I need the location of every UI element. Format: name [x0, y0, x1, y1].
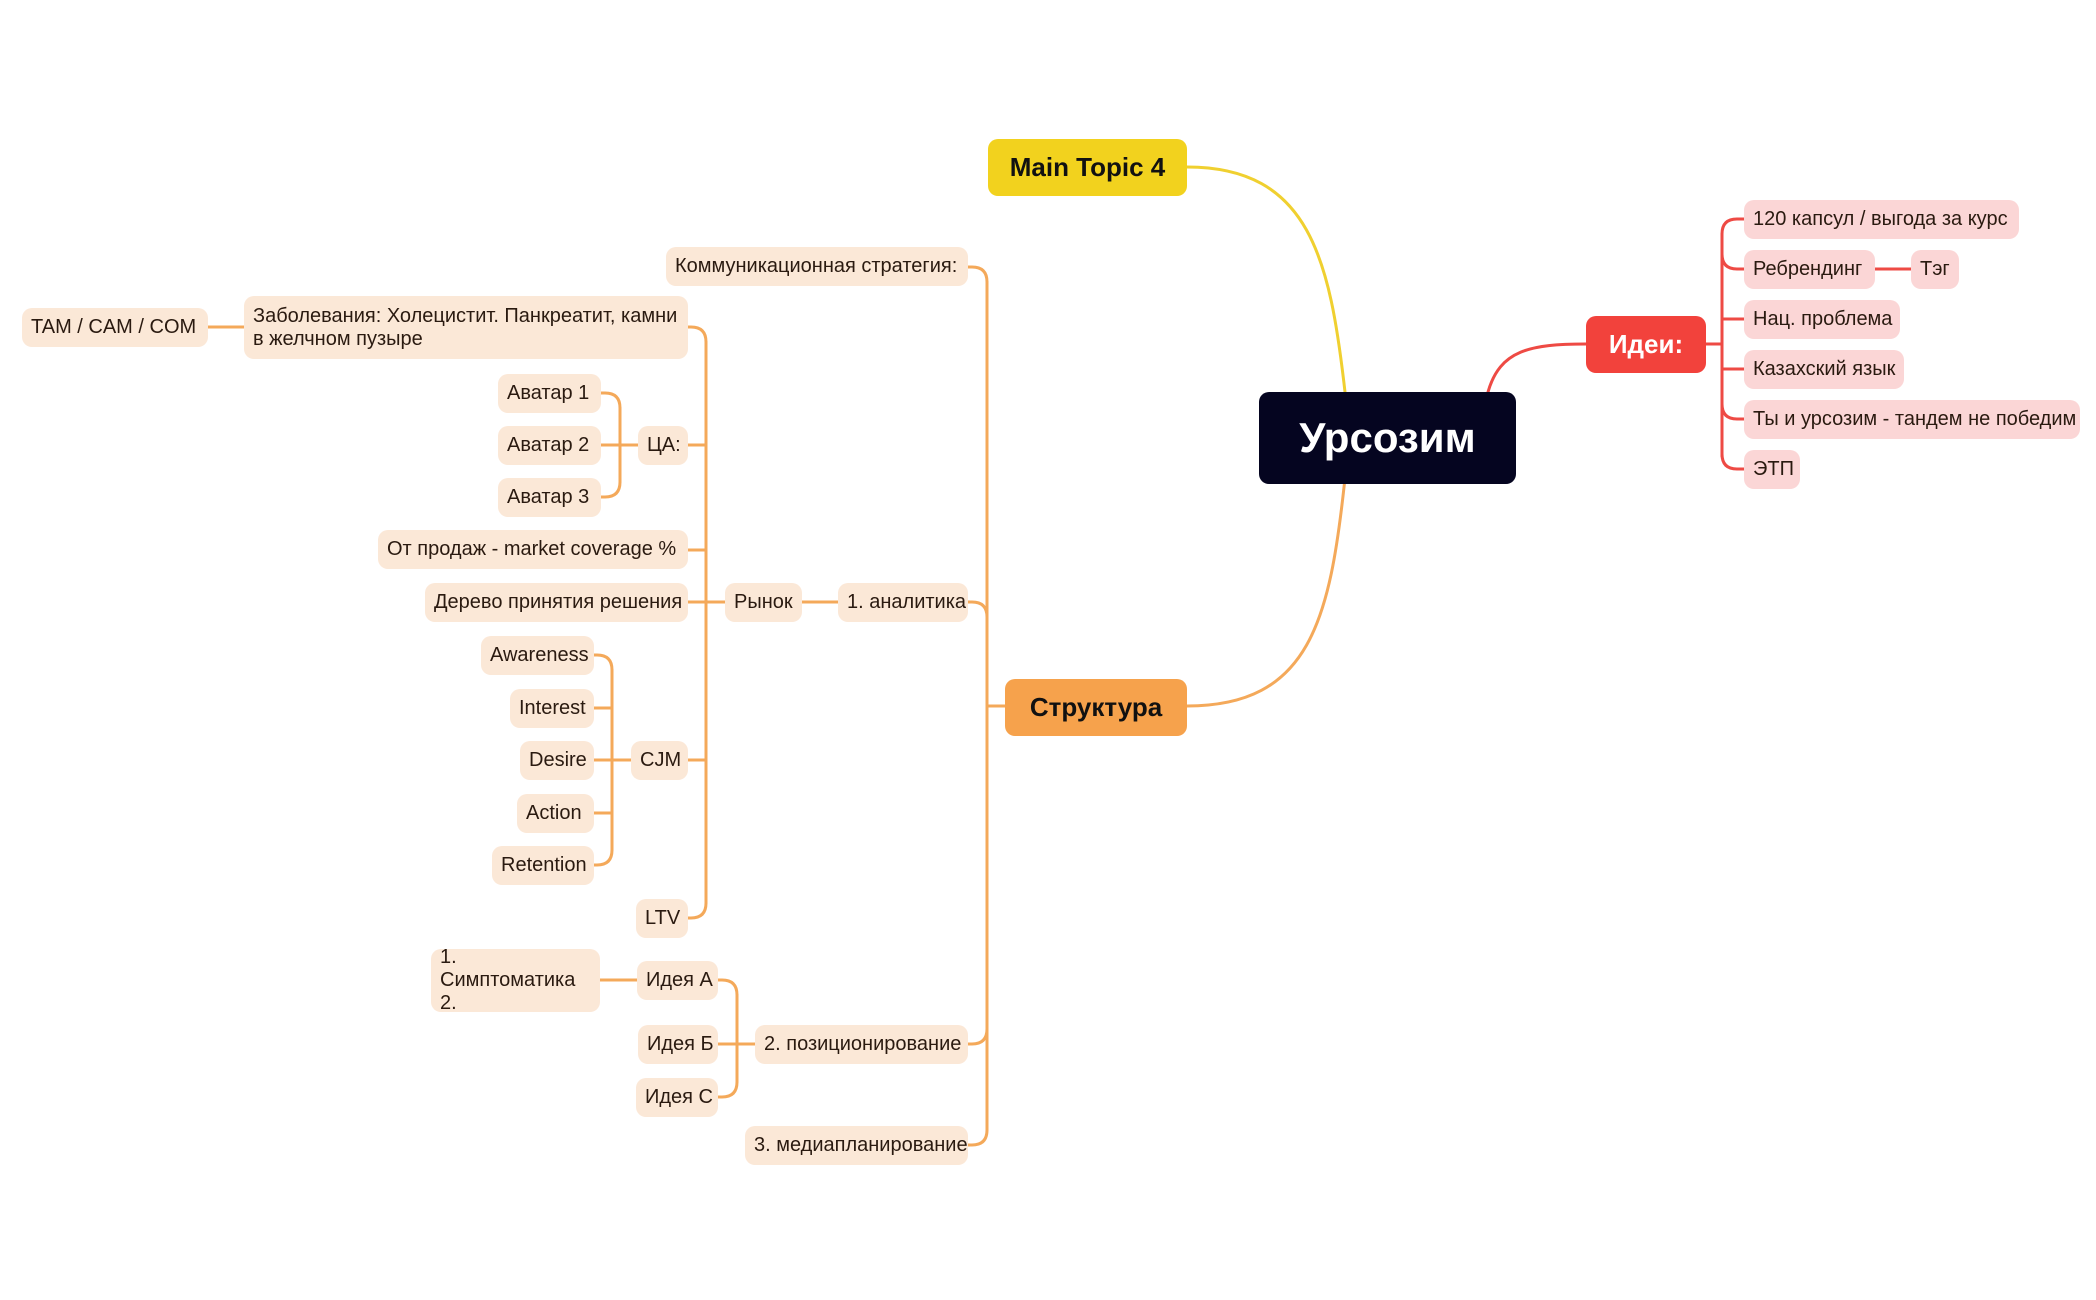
main-topic-4[interactable]: Main Topic 4 [988, 139, 1187, 196]
connector-ideas-group [1704, 217, 1913, 471]
idea-a-symptoms-line-1: 1. Симптоматика [440, 946, 576, 991]
connector-root-main-topic-4 [1185, 165, 1347, 394]
sales-coverage[interactable]: От продаж - market coverage % [378, 530, 688, 569]
cjm-interest[interactable]: Interest [510, 689, 594, 728]
cjm-action[interactable]: Action [517, 794, 594, 833]
main-topic-ideas[interactable]: Идеи: [1586, 316, 1706, 373]
avatar-2[interactable]: Аватар 2 [498, 426, 601, 465]
cjm[interactable]: CJM [631, 741, 688, 780]
idea-a-symptoms[interactable]: 1. Симптоматика 2. [431, 946, 600, 1014]
idea-a[interactable]: Идея А [637, 961, 718, 1000]
cjm-desire[interactable]: Desire [520, 741, 594, 780]
analytics[interactable]: 1. аналитика [838, 583, 968, 622]
idea-rebranding-tag[interactable]: Тэг [1911, 250, 1959, 289]
idea-rebranding[interactable]: Ребрендинг [1744, 250, 1875, 289]
idea-a-symptoms-line-2: 2. [440, 992, 457, 1014]
idea-tandem[interactable]: Ты и урсозим - тандем не победим [1744, 400, 2080, 439]
idea-c[interactable]: Идея С [636, 1078, 718, 1117]
central-topic[interactable]: Урсозим [1259, 392, 1516, 484]
idea-etp[interactable]: ЭТП [1744, 450, 1800, 489]
connector-analytics-group [206, 325, 840, 920]
media-planning[interactable]: 3. медиапланирование [745, 1126, 968, 1165]
idea-national-problem[interactable]: Нац. проблема [1744, 300, 1900, 339]
connector-structure-group [966, 265, 1007, 1147]
decision-tree[interactable]: Дерево принятия решения [425, 583, 688, 622]
comm-strategy[interactable]: Коммуникационная стратегия: [666, 247, 968, 286]
ltv[interactable]: LTV [636, 899, 688, 938]
connector-positioning-group [598, 978, 757, 1099]
tam-cam-com[interactable]: TAM / CAM / COM [22, 308, 208, 347]
avatar-3[interactable]: Аватар 3 [498, 478, 601, 517]
idea-b[interactable]: Идея Б [638, 1025, 718, 1064]
idea-capsules[interactable]: 120 капсул / выгода за курс [1744, 200, 2019, 239]
cjm-retention[interactable]: Retention [492, 846, 594, 885]
positioning[interactable]: 2. позиционирование [755, 1025, 968, 1064]
avatar-1[interactable]: Аватар 1 [498, 374, 601, 413]
market[interactable]: Рынок [725, 583, 802, 622]
cjm-awareness[interactable]: Awareness [481, 636, 594, 675]
connector-root-structure [1185, 476, 1347, 708]
target-audience[interactable]: ЦА: [638, 426, 688, 465]
main-topic-structure[interactable]: Структура [1005, 679, 1187, 736]
idea-kazakh-language[interactable]: Казахский язык [1744, 350, 1904, 389]
connector-root-ideas [1486, 342, 1588, 394]
diseases[interactable]: Заболевания: Холецистит. Панкреатит, кам… [244, 296, 688, 359]
